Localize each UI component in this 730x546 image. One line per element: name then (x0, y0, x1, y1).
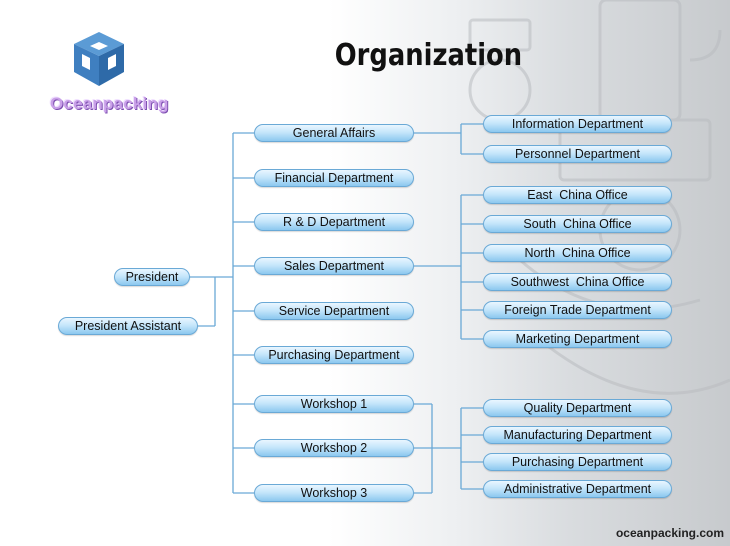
node-president: President (114, 268, 190, 286)
node-personnel-department: Personnel Department (483, 145, 672, 163)
node-general-affairs: General Affairs (254, 124, 414, 142)
node-administrative-department: Administrative Department (483, 480, 672, 498)
node-workshop-3: Workshop 3 (254, 484, 414, 502)
node-south-china-office: South China Office (483, 215, 672, 233)
node-north-china-office: North China Office (483, 244, 672, 262)
node-president-assistant: President Assistant (58, 317, 198, 335)
node-quality-department: Quality Department (483, 399, 672, 417)
node-marketing-department: Marketing Department (483, 330, 672, 348)
node-workshop-purchasing-department: Purchasing Department (483, 453, 672, 471)
node-service-department: Service Department (254, 302, 414, 320)
node-workshop-2: Workshop 2 (254, 439, 414, 457)
node-foreign-trade-department: Foreign Trade Department (483, 301, 672, 319)
company-logo: Oceanpacking (50, 28, 170, 118)
node-sales-department: Sales Department (254, 257, 414, 275)
node-purchasing-department: Purchasing Department (254, 346, 414, 364)
node-manufacturing-department: Manufacturing Department (483, 426, 672, 444)
node-information-department: Information Department (483, 115, 672, 133)
node-workshop-1: Workshop 1 (254, 395, 414, 413)
node-rd-department: R & D Department (254, 213, 414, 231)
cube-logo-icon (74, 32, 124, 86)
node-financial-department: Financial Department (254, 169, 414, 187)
node-east-china-office: East China Office (483, 186, 672, 204)
footer-website: oceanpacking.com (615, 526, 724, 540)
logo-text: Oceanpacking (50, 94, 169, 113)
page-title: Organization (334, 38, 523, 73)
node-southwest-china-office: Southwest China Office (483, 273, 672, 291)
